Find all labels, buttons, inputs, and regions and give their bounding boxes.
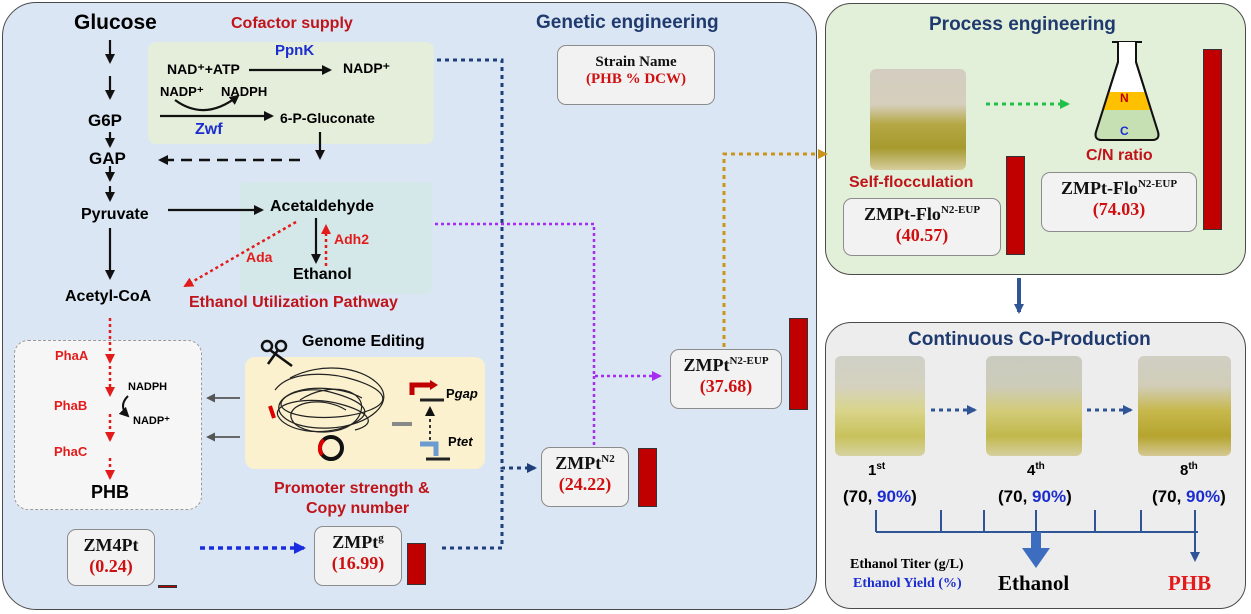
phb-bar-zmptn2-eup (789, 317, 808, 410)
ethanol-product-label: Ethanol (998, 571, 1070, 595)
pyruvate-label: Pyruvate (81, 206, 149, 223)
ppnk-label: PpnK (275, 42, 315, 59)
dna-tangle-icon (274, 367, 385, 433)
flask-photo-batch-8 (1138, 356, 1231, 456)
strain-name: ZMPtg (332, 532, 384, 552)
pha-nadph-label: NADPH (128, 381, 168, 393)
strain-box-zm4pt: ZM4Pt (0.24) (67, 529, 155, 586)
strain-box-zmpt-flo-self: ZMPt-FloN2-EUP (40.57) (843, 198, 1001, 256)
phb-pathway-label: PHB (91, 482, 130, 502)
strain-phb: (37.68) (699, 376, 753, 396)
strain-name: ZMPtN2-EUP (683, 355, 769, 375)
strain-phb: (24.22) (558, 474, 612, 494)
batch-1-values: (70, 90%) (843, 487, 917, 506)
strain-box-zmptn2: ZMPtN2 (24.22) (541, 447, 629, 507)
flask-icon (1094, 41, 1160, 141)
pha-nadp-label: NADP⁺ (133, 415, 170, 427)
ada-label: Ada (246, 249, 273, 265)
strain-box-zmpt-flo-cn: ZMPt-FloN2-EUP (74.03) (1041, 172, 1197, 232)
batch-1-label: 1st (868, 461, 886, 479)
ptet-label: Ptet (448, 434, 473, 449)
phb-product-label: PHB (1168, 571, 1212, 595)
nadp-substrate-label: NADP⁺ (160, 84, 204, 99)
strain-phb: (0.24) (89, 556, 133, 576)
strain-phb: (16.99) (331, 553, 385, 573)
flask-photo-self-flocculation (870, 69, 966, 170)
promoter-strength-label: Promoter strength & (274, 480, 430, 497)
ethanol-titer-label: Ethanol Titer (g/L) (850, 557, 964, 572)
strain-legend-box: Strain Name (PHB % DCW) (557, 45, 715, 105)
legend-strain-name: Strain Name (595, 54, 677, 70)
cn-ratio-label: C/N ratio (1086, 147, 1153, 164)
process-engineering-title: Process engineering (929, 14, 1116, 35)
glucose-label: Glucose (74, 11, 157, 34)
batch-8-values: (70, 90%) (1152, 487, 1226, 506)
nadph-cofactor-label: NADPH (221, 84, 268, 99)
eup-region (240, 182, 432, 294)
acetyl-coa-label: Acetyl-CoA (65, 288, 152, 305)
phb-bar-zmpt-flo-cn (1203, 48, 1222, 230)
self-flocculation-label: Self-flocculation (849, 174, 974, 191)
strain-name: ZMPt-FloN2-EUP (1060, 178, 1178, 198)
phb-bar-zm4pt (158, 585, 177, 588)
ethanol-yield-label: Ethanol Yield (%) (853, 576, 962, 591)
cofactor-supply-title: Cofactor supply (231, 15, 353, 32)
adh2-label: Adh2 (334, 231, 369, 247)
legend-phb-dcw: (PHB % DCW) (586, 71, 686, 87)
flask-photo-batch-1 (835, 356, 925, 456)
flask-n-label: N (1120, 91, 1129, 105)
strain-name: ZMPtN2 (555, 453, 615, 473)
nad-atp-label: NAD⁺+ATP (167, 61, 240, 77)
copy-number-label: Copy number (306, 500, 410, 517)
batch-4-values: (70, 90%) (998, 487, 1072, 506)
6-p-gluconate-label: 6-P-Gluconate (280, 110, 375, 126)
phac-label: PhaC (54, 444, 88, 459)
ethanol-utilization-pathway-label: Ethanol Utilization Pathway (189, 294, 398, 311)
flask-c-label: C (1120, 124, 1129, 138)
phab-label: PhaB (54, 398, 88, 413)
phb-bar-zmpt-flo-self (1006, 155, 1025, 255)
phb-bar-zmptg (407, 543, 426, 585)
nadp-product-label: NADP⁺ (343, 60, 391, 76)
g6p-label: G6P (88, 111, 123, 130)
phb-bar-zmptn2 (638, 447, 657, 507)
phaa-label: PhaA (55, 348, 89, 363)
continuous-coproduction-title: Continuous Co-Production (908, 329, 1151, 350)
genetic-engineering-title: Genetic engineering (536, 12, 719, 33)
scissors-icon (260, 339, 293, 368)
strain-box-zmptg: ZMPtg (16.99) (314, 526, 402, 586)
cofactor-region (148, 42, 434, 144)
acetaldehyde-label: Acetaldehyde (270, 198, 375, 215)
zwf-label: Zwf (195, 121, 223, 138)
batch-8-label: 8th (1180, 461, 1198, 479)
strain-box-zmptn2-eup: ZMPtN2-EUP (37.68) (670, 349, 782, 409)
pha-region (14, 340, 202, 510)
strain-phb: (74.03) (1092, 199, 1146, 219)
flask-photo-batch-4 (986, 356, 1082, 456)
strain-name: ZM4Pt (83, 535, 139, 555)
batch-4-label: 4th (1027, 461, 1045, 479)
pgap-label: Pgap (446, 386, 478, 401)
ethanol-label: Ethanol (293, 266, 352, 283)
gap-label: GAP (89, 149, 126, 168)
strain-phb: (40.57) (895, 225, 949, 245)
genome-editing-title: Genome Editing (302, 333, 425, 350)
strain-name: ZMPt-FloN2-EUP (863, 204, 981, 224)
